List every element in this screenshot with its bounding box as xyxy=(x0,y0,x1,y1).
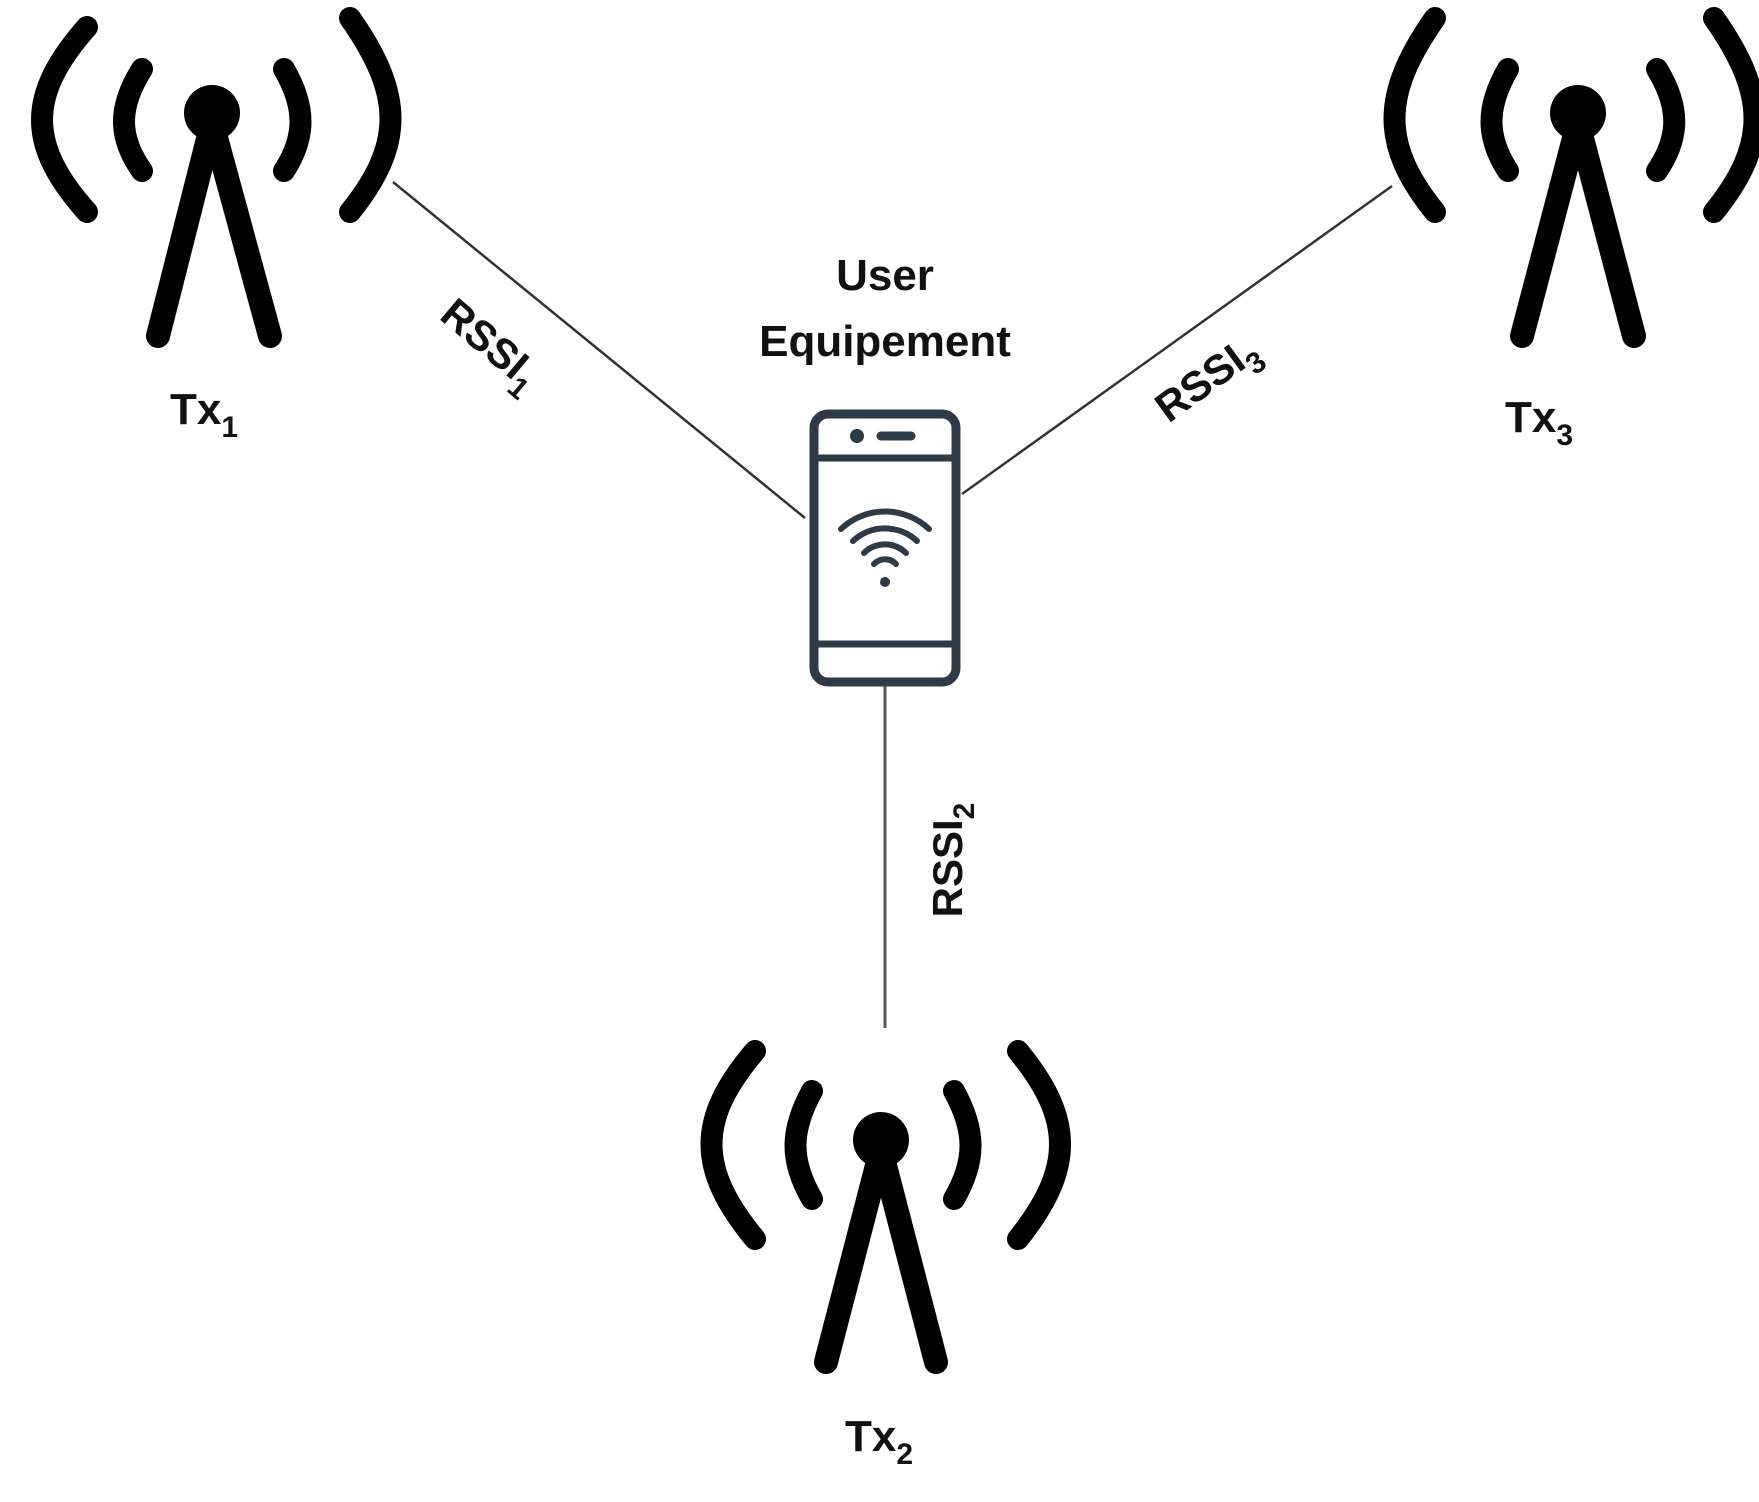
link-line-tx1 xyxy=(392,181,806,519)
ue-label-line2: Equipement xyxy=(759,317,1011,366)
antenna-tx2-icon xyxy=(700,1040,1071,1374)
tx1-label-sub: 1 xyxy=(221,411,238,444)
link-line-tx3 xyxy=(961,184,1393,496)
tx3-label-name: Tx xyxy=(1505,393,1557,442)
tx2-label-sub: 2 xyxy=(896,1438,913,1471)
antenna-tx3-icon xyxy=(1383,7,1759,348)
tx2-label-name: Tx xyxy=(845,1412,897,1461)
phone-icon xyxy=(809,409,961,687)
antenna-tx1-icon xyxy=(31,7,402,348)
wifi-icon xyxy=(838,508,932,587)
tx2-label: Tx2 xyxy=(845,1412,913,1471)
tx3-label-sub: 3 xyxy=(1556,419,1573,452)
rssi2-label-sub: 2 xyxy=(948,803,981,820)
tx3-label: Tx3 xyxy=(1505,393,1573,452)
ue-label-line1: User xyxy=(836,251,934,300)
tx1-label-name: Tx xyxy=(170,385,222,434)
rssi2-label: RSSI2 xyxy=(924,803,981,918)
rssi3-label: RSSI3 xyxy=(1146,326,1272,440)
rssi1-label: RSSI1 xyxy=(426,289,551,406)
tx1-label: Tx1 xyxy=(170,385,238,444)
rssi2-label-name: RSSI xyxy=(924,819,971,917)
